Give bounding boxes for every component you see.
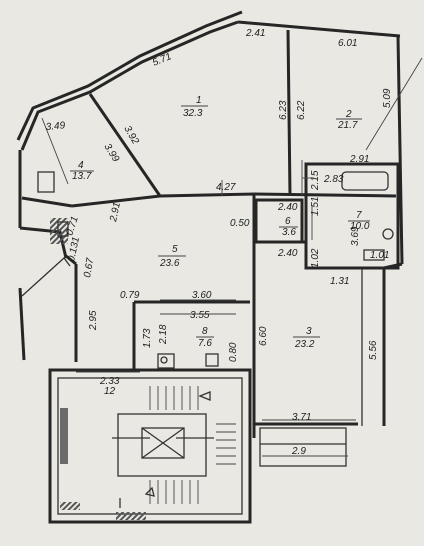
dim-2-9: 2.9 — [291, 446, 306, 457]
dim-2-33: 2.33 — [99, 376, 120, 387]
dim-2-41: 2.41 — [245, 28, 265, 39]
dim-0-50: 0.50 — [230, 218, 250, 229]
bathtub-icon — [341, 171, 389, 191]
dim-1-01: 1.01 — [370, 250, 389, 261]
dim-6-01: 6.01 — [338, 38, 357, 49]
dim-3-49: 3.49 — [45, 120, 66, 133]
dim-0-80: 0.80 — [228, 342, 239, 362]
dim-5-56: 5.56 — [368, 340, 379, 360]
wardrobe-icon — [37, 171, 55, 193]
room-3-area: 23.2 — [294, 339, 315, 350]
dim-3-71: 3.71 — [292, 412, 311, 423]
room-7-area: 10.0 — [350, 221, 370, 232]
radiator-icon — [57, 221, 69, 237]
room-4-area: 13.7 — [72, 171, 92, 182]
room-4-number: 4 — [78, 160, 84, 171]
dim-1-73: 1.73 — [142, 328, 153, 348]
dim-6-60: 6.60 — [258, 326, 269, 346]
dim-2-91-mid: 2.91 — [108, 201, 123, 223]
dim-3-69: 3.69 — [350, 226, 361, 246]
room-2-number: 2 — [345, 109, 352, 120]
kitchen-sink-icon — [157, 353, 175, 369]
room-1-number: 1 — [196, 95, 202, 106]
room-8-number: 8 — [202, 326, 208, 337]
dimension-lines — [41, 57, 423, 457]
dim-2-91-top: 2.91 — [349, 154, 369, 165]
dimension-labels: 2.41 6.01 5.71 5.09 3.49 3.92 3.99 6.23 … — [45, 28, 393, 457]
stair-core — [48, 218, 252, 524]
room-7-number: 7 — [356, 210, 362, 221]
basin-icon — [160, 356, 168, 364]
dim-1-31: 1.31 — [330, 276, 349, 287]
stove-icon — [205, 353, 219, 367]
dim-2-83: 2.83 — [323, 174, 344, 185]
interior-walls — [21, 29, 400, 467]
stair-treads — [149, 386, 236, 504]
dim-0-131: 0.131 — [66, 236, 82, 263]
dim-2-95: 2.95 — [88, 310, 99, 331]
dim-3-99: 3.99 — [101, 142, 121, 165]
room-1-area: 32.3 — [183, 108, 203, 119]
dim-3-55: 3.55 — [190, 310, 210, 321]
dim-6-23: 6.23 — [278, 100, 289, 120]
dim-2-40-top: 2.40 — [277, 202, 298, 213]
room-3-number: 3 — [306, 326, 312, 337]
room-5-number: 5 — [172, 244, 178, 255]
room-labels: 1 32.3 2 21.7 3 23.2 4 13.7 5 23.6 6 3.6… — [70, 95, 370, 397]
dim-1-02: 1.02 — [310, 248, 321, 268]
dim-1-51: 1.51 — [310, 197, 321, 216]
dim-5-71: 5.71 — [151, 51, 173, 68]
dim-2-40-low: 2.40 — [277, 248, 298, 259]
sink-icon — [363, 249, 385, 261]
dim-5-09: 5.09 — [382, 88, 393, 108]
toilet-icon — [382, 228, 394, 240]
dim-3-60: 3.60 — [192, 290, 212, 301]
dim-4-27: 4.27 — [216, 182, 236, 193]
dim-0-67: 0.67 — [82, 257, 96, 279]
dim-0-79: 0.79 — [120, 290, 140, 301]
dim-2-15: 2.15 — [310, 170, 321, 191]
fixtures — [37, 171, 394, 369]
room-8-area: 7.6 — [198, 338, 212, 349]
dim-6-22: 6.22 — [296, 100, 307, 120]
room-2-area: 21.7 — [337, 120, 358, 131]
room-6-number: 6 — [285, 216, 291, 227]
room-5-area: 23.6 — [159, 258, 180, 269]
dim-2-18: 2.18 — [158, 324, 169, 345]
room-6-area: 3.6 — [282, 227, 296, 238]
room-12-number: 12 — [104, 386, 116, 397]
